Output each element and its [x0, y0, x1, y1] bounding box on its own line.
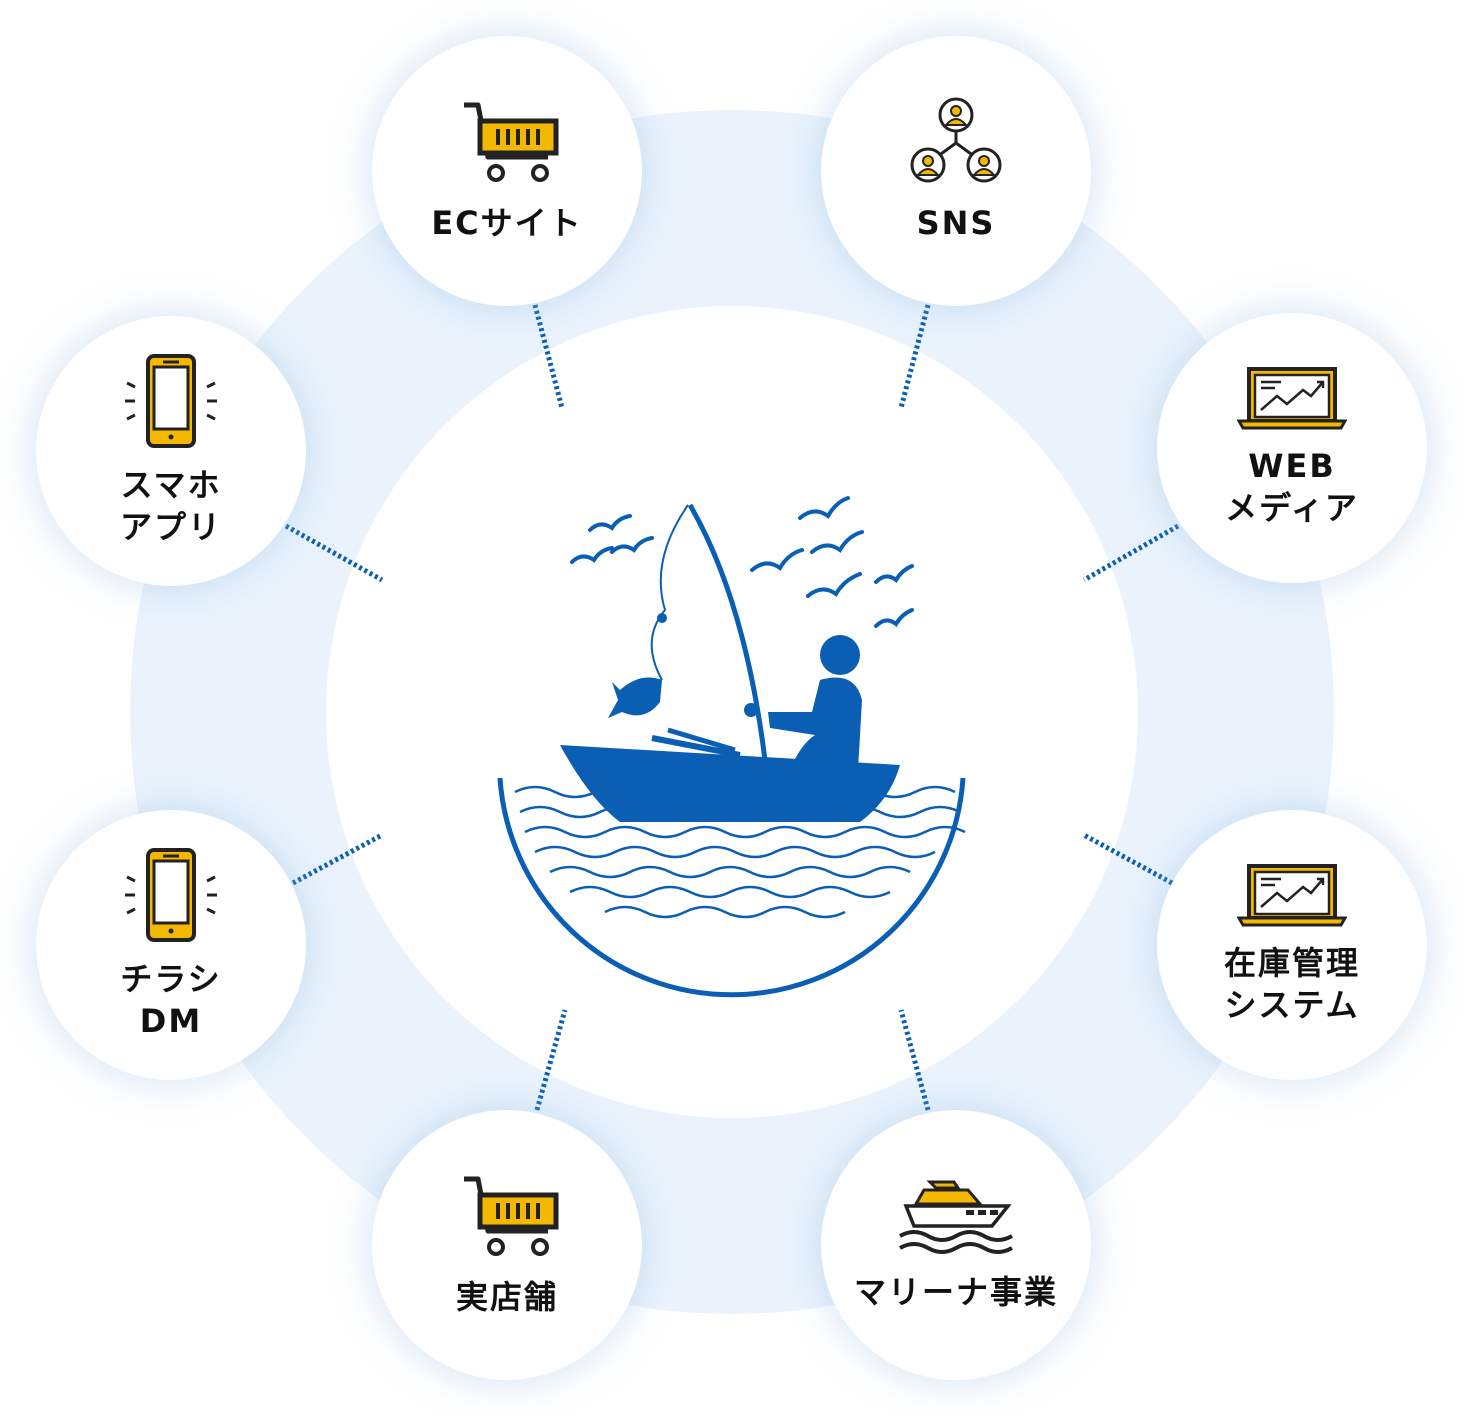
node-label: SNS: [916, 204, 996, 243]
node-label: ECサイト: [431, 204, 583, 243]
inner-circle: [326, 306, 1138, 1118]
laptop-chart-icon: [1237, 864, 1347, 927]
smartphone-icon: [125, 848, 217, 943]
node-label: 実店舗: [455, 1278, 558, 1317]
node-inventory-system: 在庫管理 システム: [1157, 810, 1427, 1080]
node-label: マリーナ事業: [853, 1273, 1058, 1312]
node-sns: SNS: [821, 36, 1091, 306]
connector-lines: [284, 304, 1180, 1111]
node-physical-store: 実店舗: [372, 1110, 642, 1380]
connector-app: [284, 523, 384, 583]
laptop-chart-icon: [1237, 367, 1347, 430]
smartphone-icon: [125, 354, 217, 449]
shopping-cart-icon: [464, 1176, 559, 1257]
node-smartphone-app: スマホ アプリ: [36, 316, 306, 586]
node-label: スマホ アプリ: [119, 466, 222, 546]
connector-store: [534, 1009, 568, 1111]
node-web-media: WEB メディア: [1157, 313, 1427, 583]
node-label: WEB メディア: [1225, 447, 1359, 527]
node-flyer-dm: チラシ DM: [36, 810, 306, 1080]
node-marina-business: マリーナ事業: [821, 1110, 1091, 1380]
connector-stock: [1082, 832, 1174, 886]
connector-web: [1082, 523, 1180, 583]
node-ec-site: ECサイト: [372, 36, 642, 306]
node-label: チラシ DM: [120, 960, 222, 1040]
yacht-icon: [899, 1180, 1013, 1255]
connector-flyer: [291, 832, 384, 886]
connector-marina: [898, 1009, 931, 1111]
network-users-icon: [910, 97, 1002, 183]
node-label: 在庫管理 システム: [1223, 944, 1360, 1024]
fishing-boat-icon: [497, 496, 966, 998]
shopping-cart-icon: [464, 102, 559, 183]
